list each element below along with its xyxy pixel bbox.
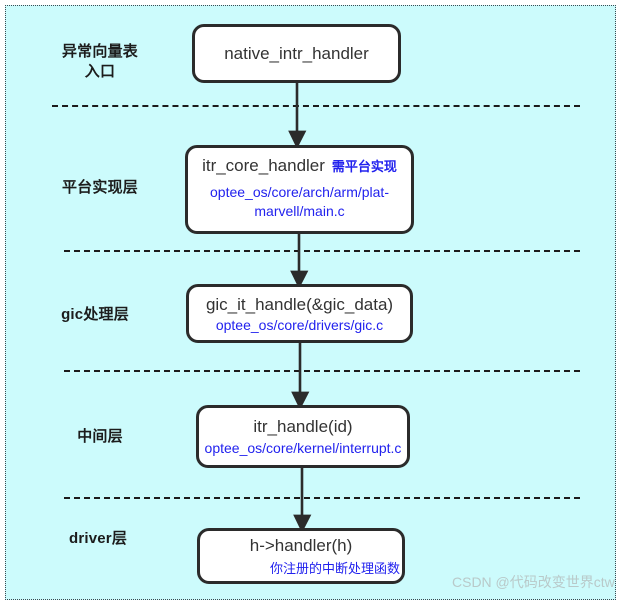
node-note: 需平台实现 xyxy=(331,159,397,174)
node-path: 你注册的中断处理函数 xyxy=(269,561,400,576)
node-itr-core-handler[interactable]: itr_core_handler 需平台实现 optee_os/core/arc… xyxy=(185,145,414,234)
node-gic-it-handle[interactable]: gic_it_handle(&gic_data) optee_os/core/d… xyxy=(186,284,413,343)
layer-label-platform: 平台实现层 xyxy=(61,179,138,196)
node-path: optee_os/core/arch/arm/plat-marvell/main… xyxy=(210,184,389,219)
layer-label-gic: gic处理层 xyxy=(61,306,129,323)
node-h-handler[interactable]: h->handler(h) 你注册的中断处理函数 xyxy=(197,528,405,584)
layer-label-exception-vector: 异常向量表 入口 xyxy=(61,43,138,80)
watermark: CSDN @代码改变世界ctw xyxy=(452,574,615,590)
layer-label-middle: 中间层 xyxy=(77,428,123,445)
node-title: gic_it_handle(&gic_data) xyxy=(205,294,394,314)
node-title: itr_handle(id) xyxy=(253,417,353,436)
node-title: h->handler(h) xyxy=(249,536,353,555)
layer-separator-2 xyxy=(64,250,580,252)
layer-separator-3 xyxy=(64,370,580,372)
layer-separator-1 xyxy=(52,105,580,107)
node-itr-handle[interactable]: itr_handle(id) optee_os/core/kernel/inte… xyxy=(196,405,410,468)
node-path: optee_os/core/drivers/gic.c xyxy=(215,316,384,333)
node-path: optee_os/core/kernel/interrupt.c xyxy=(204,440,402,456)
layer-label-driver: driver层 xyxy=(68,530,128,547)
node-native-intr-handler[interactable]: native_intr_handler xyxy=(192,24,401,83)
layer-separator-4 xyxy=(64,497,580,499)
node-title: native_intr_handler xyxy=(224,43,369,63)
node-title: itr_core_handler xyxy=(202,156,325,175)
